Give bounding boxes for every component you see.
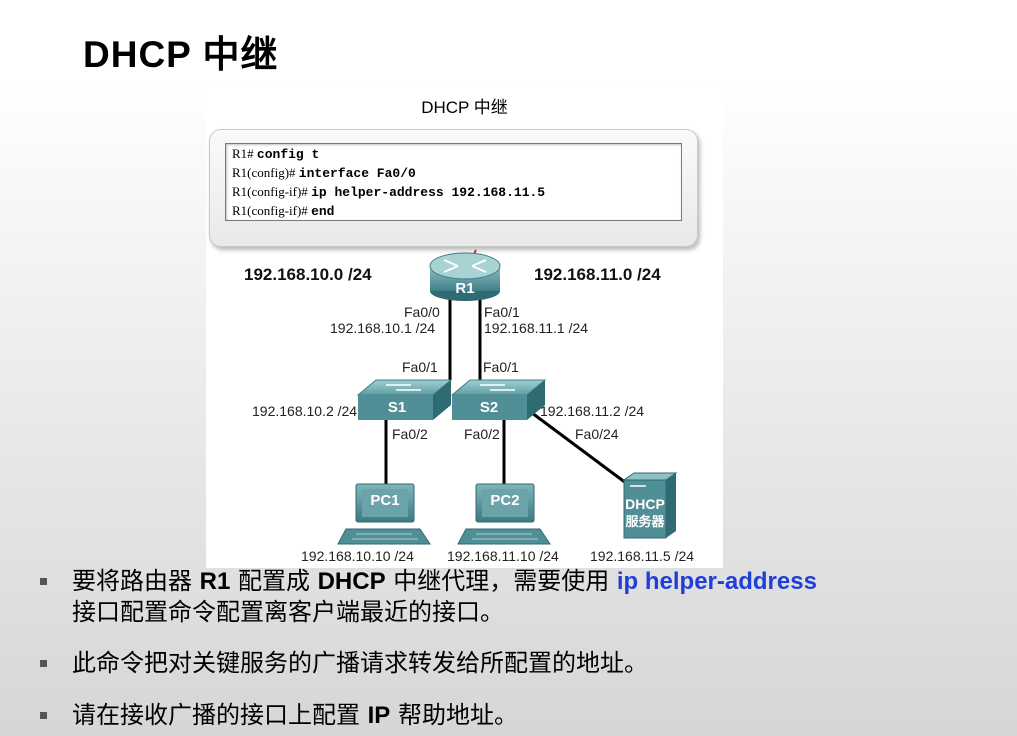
network-right-label: 192.168.11.0 /24 [534, 265, 661, 284]
pc2-icon [457, 483, 551, 545]
bullet-text-part: 配置成 [230, 567, 318, 595]
pc1-ip-label: 192.168.10.10 /24 [301, 548, 414, 564]
dhcp-server-icon [622, 472, 678, 539]
router-label: R1 [455, 280, 475, 297]
pc2-label: PC2 [490, 492, 520, 509]
link-s2-server [527, 408, 627, 485]
bullet-text-part: 请在接收广播的接口上配置 [72, 701, 368, 729]
cli-prompt: R1(config-if)# [232, 184, 308, 199]
server-label-line1: DHCP [625, 496, 665, 512]
router-r1-icon [429, 252, 501, 301]
topology-drawing [337, 249, 678, 545]
bullet-highlight-command: ip helper-address [616, 568, 817, 595]
bullet-text-part: 中继代理，需要使用 [385, 567, 617, 595]
server-label-line2: 服务器 [625, 514, 665, 529]
pc1-label: PC1 [370, 492, 400, 509]
cli-line: R1# config t [232, 144, 319, 163]
s2-ip-label: 192.168.11.2 /24 [540, 403, 645, 419]
r1-fa00-ip-label: 192.168.10.1 /24 [330, 320, 436, 336]
bullet-text: 要将路由器 R1 配置成 DHCP 中继代理，需要使用 ip helper-ad… [72, 566, 992, 627]
cli-line: R1(config)# interface Fa0/0 [232, 163, 416, 182]
pc1-icon [337, 483, 431, 545]
bullet-text-part: 帮助地址。 [390, 701, 518, 729]
s1-fa01-label: Fa0/1 [402, 359, 438, 375]
s1-ip-label: 192.168.10.2 /24 [252, 403, 358, 419]
s1-fa02-label: Fa0/2 [392, 426, 428, 442]
bullet-marker [40, 578, 47, 585]
diagram-title: DHCP 中继 [421, 98, 508, 117]
switch2-label: S2 [479, 399, 499, 416]
bullet-marker [40, 660, 47, 667]
bullet-text-part: 要将路由器 [72, 567, 200, 595]
cli-prompt: R1(config-if)# [232, 203, 308, 218]
cli-console: R1# config t R1(config)# interface Fa0/0… [225, 143, 682, 221]
server-ip-label: 192.168.11.5 /24 [590, 548, 695, 564]
switch-s1-icon [356, 379, 453, 420]
bullet-text: 此命令把对关键服务的广播请求转发给所配置的地址。 [72, 649, 648, 677]
s2-fa024-label: Fa0/24 [575, 426, 619, 442]
cli-line: R1(config-if)# end [232, 201, 334, 220]
bullet-marker [40, 712, 47, 719]
cli-prompt: R1# [232, 146, 254, 161]
switch-s2-icon [450, 379, 547, 420]
cli-prompt: R1(config)# [232, 165, 296, 180]
cli-command: ip helper-address 192.168.11.5 [311, 185, 546, 200]
bullet-text-part: 接口配置命令配置离客户端最近的接口。 [72, 598, 504, 626]
bullet-bold-ip: IP [367, 702, 391, 729]
s2-fa01-label: Fa0/1 [483, 359, 519, 375]
cli-command: interface Fa0/0 [298, 166, 416, 181]
bullet-text: 请在接收广播的接口上配置 IP 帮助地址。 [72, 700, 992, 731]
cli-line: R1(config-if)# ip helper-address 192.168… [232, 182, 545, 201]
s2-fa02-label: Fa0/2 [464, 426, 500, 442]
r1-fa01-ip-label: 192.168.11.1 /24 [484, 320, 589, 336]
r1-fa00-label: Fa0/0 [404, 304, 440, 320]
r1-fa01-label: Fa0/1 [484, 304, 520, 320]
cli-frame: R1# config t R1(config)# interface Fa0/0… [209, 129, 698, 247]
switch1-label: S1 [387, 399, 407, 416]
bullet-bold-dhcp: DHCP [317, 568, 386, 595]
bullet-bold-r1: R1 [199, 568, 231, 595]
cli-command: config t [256, 147, 320, 162]
pc2-ip-label: 192.168.11.10 /24 [447, 548, 559, 564]
diagram-panel: DHCP 中继 R1# config t R1(config)# interfa… [206, 88, 723, 568]
slide-title: DHCP 中继 [83, 34, 279, 75]
cli-command: end [311, 204, 335, 219]
network-left-label: 192.168.10.0 /24 [244, 265, 372, 284]
